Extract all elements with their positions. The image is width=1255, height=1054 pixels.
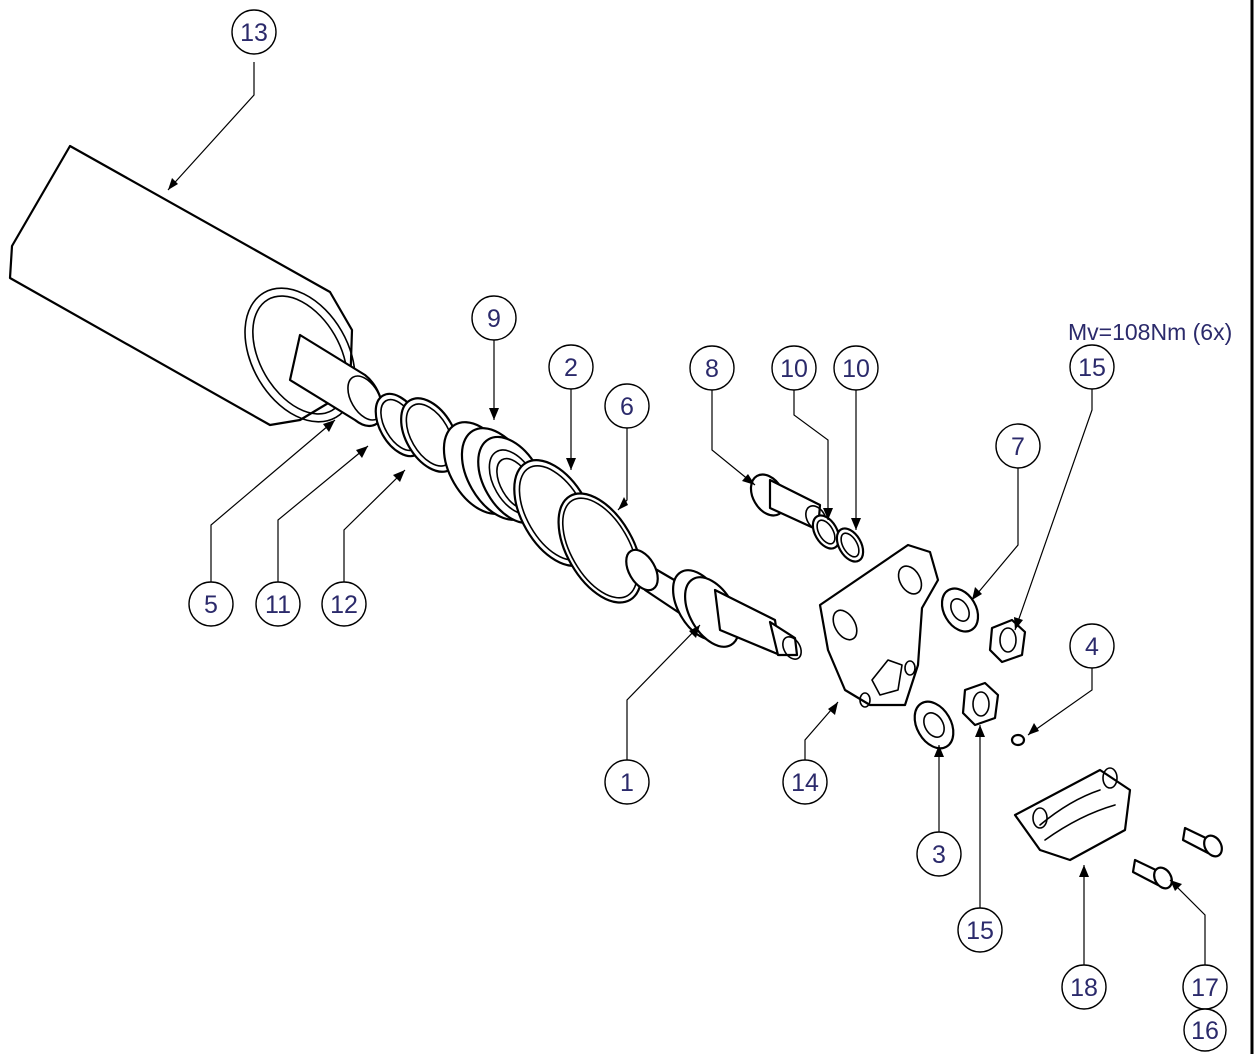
balloon-5-label: 5 [204,591,218,619]
part-7-washer [940,587,980,633]
balloon-15-b-label: 15 [966,917,994,945]
balloon-7-label: 7 [1011,433,1025,461]
balloon-15-b: 15 [957,907,1003,953]
part-3-washer [913,700,955,750]
balloon-3: 3 [916,831,962,877]
balloon-15-a: 15 [1069,344,1115,390]
balloon-11-label: 11 [265,591,291,619]
balloon-3-label: 3 [932,841,946,869]
part-8-pin [749,473,827,532]
balloon-13: 13 [231,9,277,55]
balloon-17: 17 [1182,964,1228,1010]
part-18-clamp [1013,767,1132,862]
balloon-18: 18 [1061,964,1107,1010]
balloon-10-b-label: 10 [842,355,870,383]
part-16-bolt [1181,826,1223,858]
balloon-13-label: 13 [240,19,268,47]
torque-note: Mv=108Nm (6x) [1068,319,1232,345]
balloon-12-label: 12 [330,591,358,619]
balloon-16: 16 [1183,1008,1227,1052]
leader-lines [167,62,1206,965]
balloon-14: 14 [782,759,828,805]
balloon-16-label: 16 [1191,1017,1219,1045]
balloon-1: 1 [604,759,650,805]
balloon-2: 2 [548,344,594,390]
balloon-2-label: 2 [564,354,578,382]
balloon-8-label: 8 [705,355,719,383]
balloon-8: 8 [689,345,735,391]
part-15-nut-b [961,681,1000,727]
balloon-5: 5 [188,581,234,627]
balloon-11: 11 [255,581,301,627]
balloon-9-label: 9 [487,305,501,333]
balloon-17-label: 17 [1191,974,1219,1002]
balloon-12: 12 [321,581,367,627]
balloon-6: 6 [604,383,650,429]
balloon-9: 9 [471,295,517,341]
balloon-15-a-label: 15 [1078,354,1106,382]
balloon-14-label: 14 [791,769,819,797]
part-13-cylinder [8,144,384,427]
part-14-lever-plate [818,543,940,708]
balloon-10-a-label: 10 [780,355,808,383]
part-4-screw [1010,733,1026,747]
part-10-ring-a [811,514,841,550]
balloon-18-label: 18 [1070,974,1098,1002]
balloon-4-label: 4 [1085,633,1099,661]
balloon-4: 4 [1069,623,1115,669]
part-6-circlip [557,492,643,604]
part-1-shaft [625,548,802,660]
part-15-nut-a [988,618,1027,664]
balloon-1-label: 1 [620,769,634,797]
part-17-bolt [1131,858,1173,890]
balloon-7: 7 [995,423,1041,469]
balloon-10-a: 10 [771,345,817,391]
balloon-10-b: 10 [833,345,879,391]
part-10-ring-b [835,527,865,563]
balloon-6-label: 6 [620,393,634,421]
